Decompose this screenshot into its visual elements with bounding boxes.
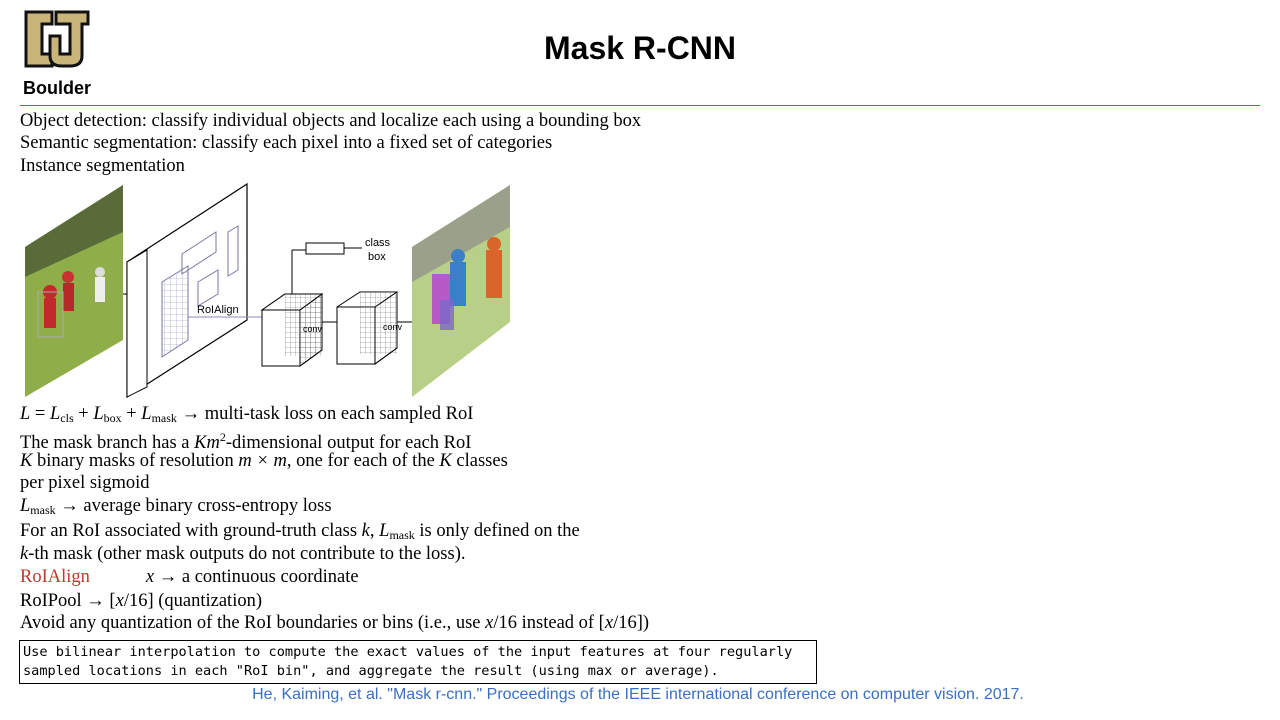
intro-semantic-segmentation: Semantic segmentation: classify each pix… [20,133,553,153]
lmask-line: Lmask → average binary cross-entropy los… [20,496,332,517]
conv-block-1 [260,293,324,367]
conv-block-2 [336,291,398,365]
box-label: box [368,251,386,263]
roi-ground-truth-line: For an RoI associated with ground-truth … [20,521,580,542]
conv-label-1: conv [303,324,323,334]
mask-rcnn-architecture-figure: RoIAlign conv conv class box [20,182,520,407]
roipool-line: RoIPool → [x/16] (quantization) [20,591,263,611]
loss-equation: L = Lcls + Lbox + Lmask → multi-task los… [20,404,474,425]
intro-object-detection: Object detection: classify individual ob… [20,111,642,131]
avoid-quantization-line: Avoid any quantization of the RoI bounda… [20,613,650,633]
output-image [412,185,510,397]
title-divider [20,105,1260,106]
conv-label-2: conv [383,322,403,332]
logo-text: Boulder [22,78,91,98]
roialign-label: RoIAlign [20,567,90,587]
cu-boulder-logo: Boulder [18,6,96,98]
class-label: class [365,237,391,249]
kth-mask-line: k-th mask (other mask outputs do not con… [20,544,466,564]
mask-branch-line: The mask branch has a Km2-dimensional ou… [20,430,472,453]
bilinear-interpolation-note: Use bilinear interpolation to compute th… [19,640,817,684]
loss-L: L [20,404,31,424]
citation: He, Kaiming, et al. "Mask r-cnn." Procee… [252,686,1024,703]
feature-map [126,182,248,399]
roialign-figure-label: RoIAlign [197,304,239,316]
sigmoid-line: per pixel sigmoid [20,473,150,493]
binary-masks-line: K binary masks of resolution m × m, one … [20,451,508,471]
intro-instance-segmentation: Instance segmentation [20,156,185,176]
page-title: Mask R-CNN [543,30,737,66]
cu-logo-icon [24,10,90,68]
input-image [25,185,123,397]
